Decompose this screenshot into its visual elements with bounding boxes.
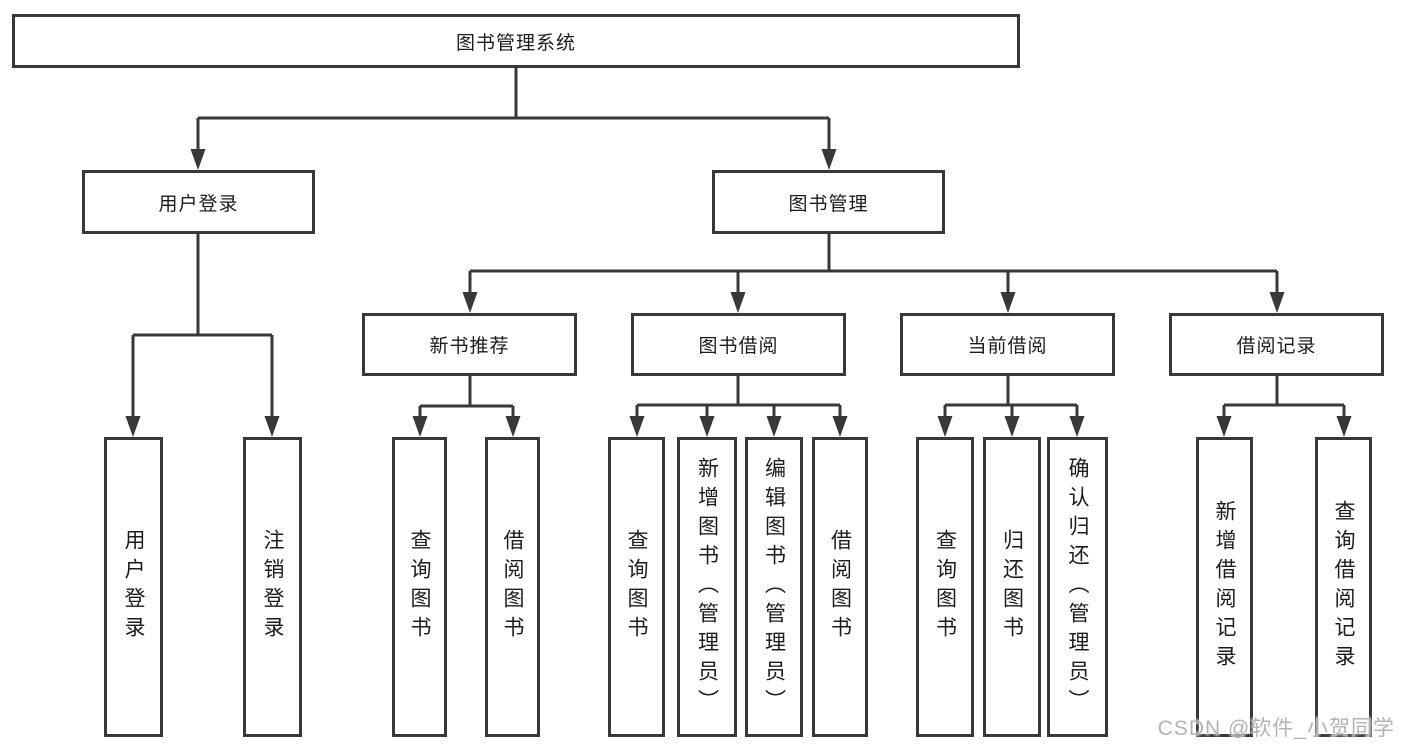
branch-book-management: 图书管理 bbox=[712, 170, 945, 234]
leaf-records-query-borrow-record: 查询借阅记录 bbox=[1315, 437, 1372, 737]
branch-user-login: 用户登录 bbox=[82, 170, 315, 234]
leaf-user-login: 用户登录 bbox=[104, 437, 163, 737]
group-borrow-records: 借阅记录 bbox=[1169, 313, 1384, 376]
leaf-borrow-add-books-admin: 新增图书（管理员） bbox=[677, 437, 737, 737]
leaf-logout: 注销登录 bbox=[243, 437, 302, 737]
leaf-current-return-books: 归还图书 bbox=[983, 437, 1041, 737]
group-book-borrow: 图书借阅 bbox=[631, 313, 846, 376]
leaf-borrow-edit-books-admin: 编辑图书（管理员） bbox=[745, 437, 803, 737]
group-new-book-recommend: 新书推荐 bbox=[362, 313, 577, 376]
group-current-borrow: 当前借阅 bbox=[900, 313, 1115, 376]
arrowheads bbox=[125, 149, 1352, 437]
root-node: 图书管理系统 bbox=[12, 14, 1020, 68]
leaf-borrow-query-books: 查询图书 bbox=[608, 437, 665, 737]
csdn-watermark: CSDN @软件_小贺同学 bbox=[1157, 717, 1395, 740]
leaf-records-add-borrow-record: 新增借阅记录 bbox=[1196, 437, 1253, 737]
leaf-recommend-query-books: 查询图书 bbox=[392, 437, 447, 737]
leaf-recommend-borrow-books: 借阅图书 bbox=[485, 437, 540, 737]
leaf-borrow-borrow-books: 借阅图书 bbox=[812, 437, 868, 737]
leaf-current-query-books: 查询图书 bbox=[916, 437, 974, 737]
leaf-current-confirm-return-admin: 确认归还（管理员） bbox=[1047, 437, 1108, 737]
